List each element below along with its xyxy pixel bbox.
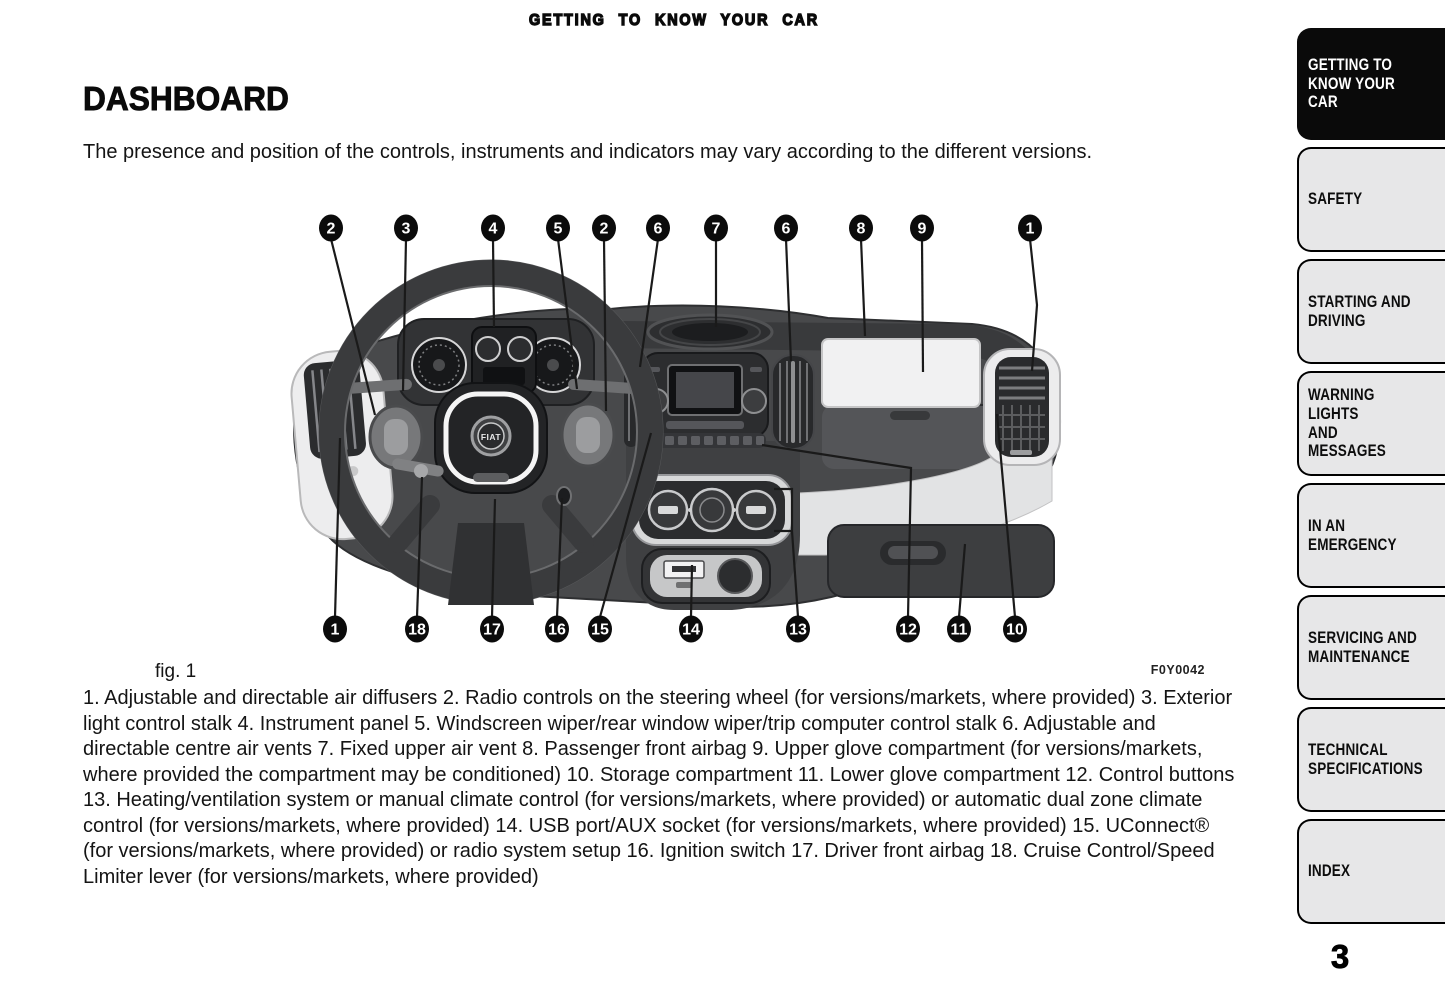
sidebar-tab-in-an-emergency[interactable]: IN AN EMERGENCY [1297,483,1445,588]
callout-10: 10 [995,413,1027,643]
callout-15: 15 [588,432,653,643]
climate-controls [631,474,793,546]
page-title: GETTING TO KNOW YOUR CAR [528,11,819,29]
callout-14: 14 [679,564,703,643]
sidebar-tab-label: IN AN EMERGENCY [1308,516,1397,554]
figure-caption: fig. 1 [155,661,197,682]
section-heading: DASHBOARD [83,80,290,118]
lower-glove-compartment [827,524,1055,598]
sidebar-tab-getting-to-know-your-car[interactable]: GETTING TO KNOW YOUR CAR [1297,28,1445,140]
aux-socket [717,558,753,594]
light-control-stalk [340,378,412,395]
callout-13: 13 [774,487,810,643]
callout-1: 1 [323,437,347,643]
sidebar-tab-warning-lights-and-messages[interactable]: WARNING LIGHTS AND MESSAGES [1297,371,1445,476]
steering-wheel: FIAT [318,259,664,605]
svg-text:18: 18 [408,622,426,639]
callout-8: 8 [849,214,873,337]
callout-9: 9 [910,214,934,373]
svg-text:3: 3 [402,221,411,238]
svg-text:1: 1 [1026,221,1035,238]
sidebar-tab-index[interactable]: INDEX [1297,819,1445,924]
usb-aux-panel [641,548,771,604]
center-stack [624,313,815,610]
svg-text:FIAT: FIAT [481,432,502,442]
sidebar-tab-label: SERVICING AND MAINTENANCE [1308,628,1417,666]
sidebar-tab-label: TECHNICAL SPECIFICATIONS [1308,740,1423,778]
callout-11: 11 [947,543,971,643]
figure-legend: 1. Adjustable and directable air diffuse… [83,687,1235,888]
svg-text:14: 14 [682,622,700,639]
sidebar-tab-label: INDEX [1308,862,1351,881]
sidebar-tab-label: STARTING AND DRIVING [1308,292,1411,330]
sidebar-tab-label: SAFETY [1308,190,1363,209]
right-air-vent [983,348,1061,466]
callout-6: 6 [774,214,798,362]
sidebar-tab-safety[interactable]: SAFETY [1297,147,1445,252]
sidebar-tab-servicing-and-maintenance[interactable]: SERVICING AND MAINTENANCE [1297,595,1445,700]
svg-text:12: 12 [899,622,917,639]
callout-18: 18 [405,476,429,643]
callout-17: 17 [480,498,504,643]
callout-1: 1 [1018,214,1042,372]
instrument-panel [397,318,595,406]
callout-16: 16 [545,497,569,643]
svg-text:10: 10 [1006,622,1024,639]
svg-text:1: 1 [331,622,340,639]
callout-2: 2 [319,214,377,416]
wiper-control-stalk [568,378,640,395]
control-buttons-row [646,433,766,448]
section-tab-sidebar: GETTING TO KNOW YOUR CAR SAFETY STARTING A… [1297,28,1445,924]
svg-text:6: 6 [654,221,663,238]
svg-text:11: 11 [951,622,968,639]
callout-7: 7 [704,214,728,327]
svg-text:15: 15 [591,622,609,639]
upper-glove-compartment [821,338,981,408]
svg-text:13: 13 [789,622,807,639]
fixed-upper-air-vent [646,313,774,351]
callout-12: 12 [761,443,920,643]
svg-text:6: 6 [782,221,791,238]
sidebar-tab-technical-specifications[interactable]: TECHNICAL SPECIFICATIONS [1297,707,1445,812]
figure-code: F0Y0042 [1150,663,1205,677]
svg-text:2: 2 [600,221,609,238]
svg-text:5: 5 [554,221,563,238]
cruise-control-lever [392,458,444,478]
svg-text:8: 8 [857,221,866,238]
svg-text:7: 7 [712,221,721,238]
ignition-switch [556,486,572,506]
sidebar-tab-starting-and-driving[interactable]: STARTING AND DRIVING [1297,259,1445,364]
svg-text:9: 9 [918,221,927,238]
callout-4: 4 [481,214,505,328]
svg-text:16: 16 [548,622,566,639]
svg-text:4: 4 [489,221,498,238]
callout-3: 3 [394,214,418,392]
sidebar-tab-label: WARNING LIGHTS AND MESSAGES [1308,385,1387,461]
callout-2: 2 [592,214,616,412]
sidebar-tab-label: GETTING TO KNOW YOUR CAR [1308,55,1395,112]
intro-paragraph: The presence and position of the control… [83,141,1093,163]
svg-text:17: 17 [483,622,501,639]
page-number: 3 [1330,938,1350,976]
svg-text:2: 2 [327,221,336,238]
callout-5: 5 [546,214,579,390]
callout-6: 6 [638,214,670,368]
fiat-badge: FIAT [470,415,512,457]
